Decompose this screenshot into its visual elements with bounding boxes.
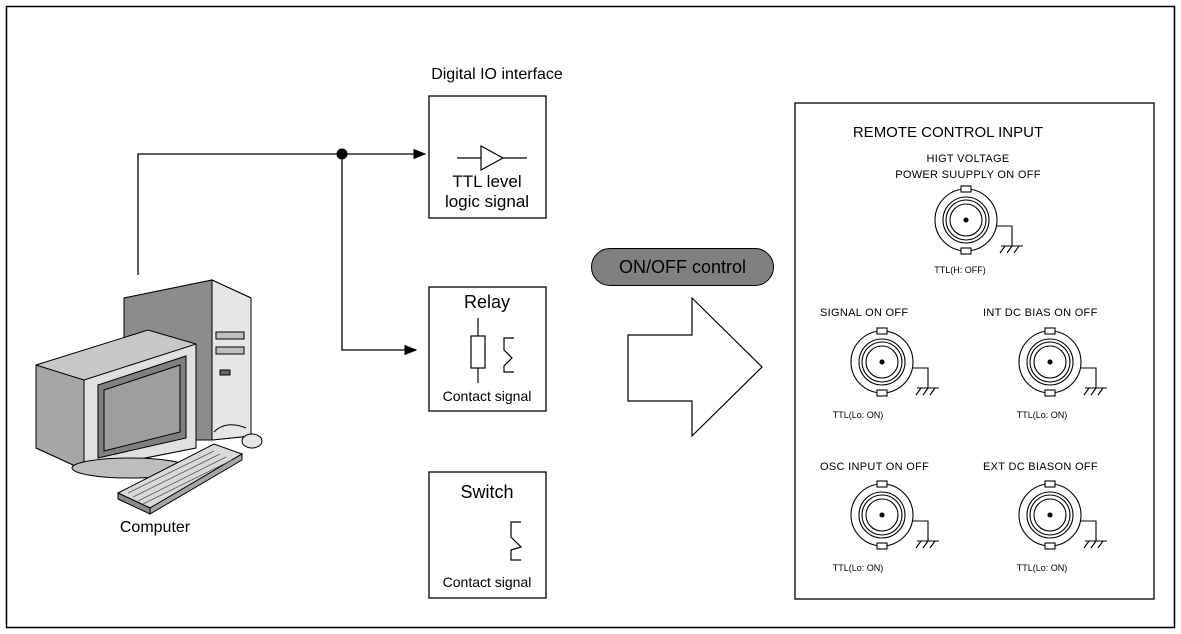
signal-label: SIGNAL ON OFF xyxy=(820,307,909,319)
switch-box xyxy=(428,471,547,599)
hv-label-line1: HIGT VOLTAGE xyxy=(926,153,1010,165)
digital-io-line2: logic signal xyxy=(444,192,530,211)
hv-power-bnc-connector xyxy=(934,185,1023,255)
int-dc-ttl-label: TTL(Lo: ON) xyxy=(1016,410,1068,420)
osc-ttl-label: TTL(Lo: ON) xyxy=(832,563,884,573)
digital-io-title: Digital IO interface xyxy=(431,66,563,83)
computer-label: Computer xyxy=(119,519,191,536)
junction-dot xyxy=(336,148,348,160)
onoff-control-badge: ON/OFF control xyxy=(591,248,774,286)
panel-title: REMOTE CONTROL INPUT xyxy=(852,124,1044,141)
relay-box xyxy=(428,286,547,412)
ext-dc-bias-bnc-connector xyxy=(1018,480,1107,550)
osc-input-label: OSC INPUT ON OFF xyxy=(820,461,930,473)
digital-io-line1: TTL level xyxy=(452,172,522,191)
int-dc-bias-bnc-connector xyxy=(1018,327,1107,397)
int-dc-bias-label: INT DC BIAS ON OFF xyxy=(983,307,1098,319)
relay-icon xyxy=(470,318,514,383)
switch-title: Switch xyxy=(460,482,514,502)
switch-icon xyxy=(510,521,523,561)
connection-lines xyxy=(137,148,427,356)
signal-ttl-label: TTL(Lo: ON) xyxy=(832,410,884,420)
signal-bnc-connector xyxy=(850,327,939,397)
relay-caption: Contact signal xyxy=(442,388,532,404)
big-arrow xyxy=(627,296,763,438)
ext-dc-bias-label: EXT DC BIASON OFF xyxy=(983,461,1098,473)
osc-input-bnc-connector xyxy=(850,480,939,550)
hv-ttl-label: TTL(H: OFF) xyxy=(934,265,986,275)
switch-caption: Contact signal xyxy=(442,574,532,590)
bnc-connectors xyxy=(850,185,1107,550)
computer-icon xyxy=(35,279,263,515)
hv-label-line2: POWER SUUPPLY ON OFF xyxy=(895,169,1041,181)
outer-frame xyxy=(5,5,1176,629)
ext-dc-ttl-label: TTL(Lo: ON) xyxy=(1016,563,1068,573)
buffer-icon xyxy=(457,144,527,172)
relay-title: Relay xyxy=(463,292,511,312)
